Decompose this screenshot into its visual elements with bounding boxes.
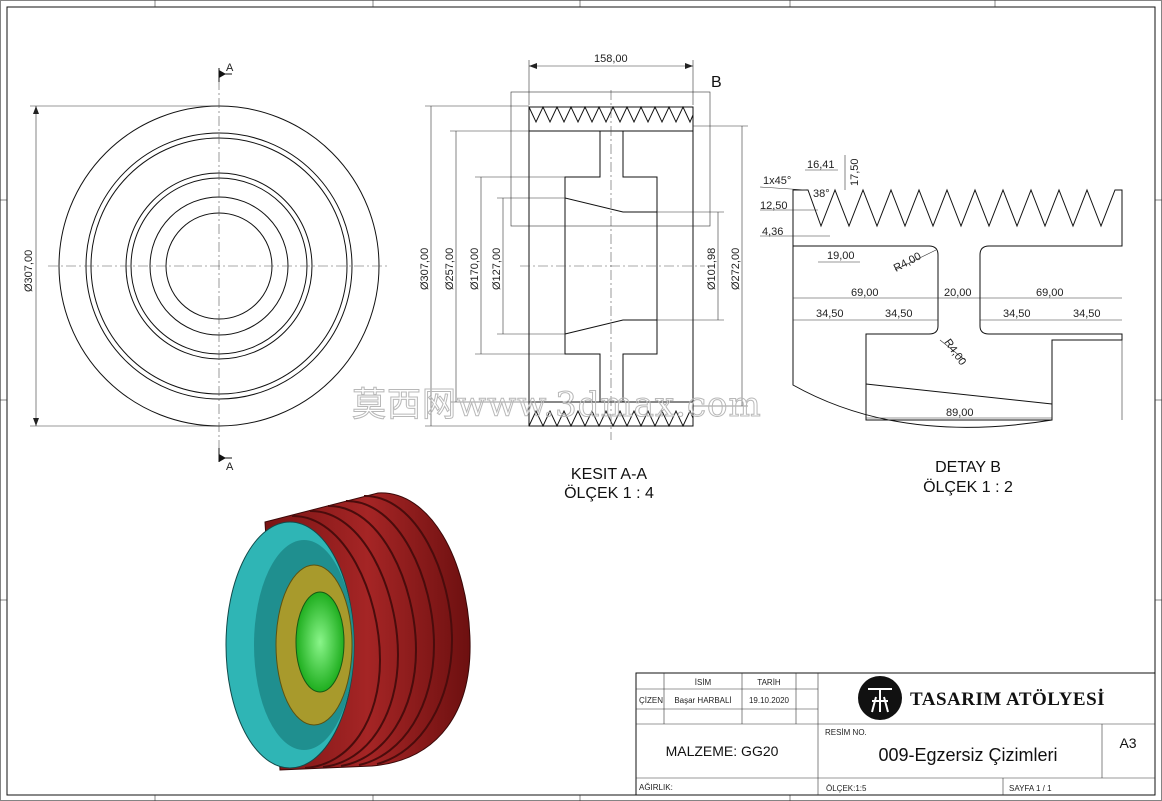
section-arrow-top-icon — [219, 70, 226, 78]
dim-angle: 38° — [813, 188, 830, 200]
web-lower — [564, 319, 658, 403]
iso-groove-rings — [291, 494, 454, 769]
drawn-date: 19.10.2020 — [749, 696, 790, 705]
dim-3450-3: 34,50 — [1003, 308, 1031, 320]
rim-lower — [528, 401, 694, 427]
dim-3450-1: 34,50 — [816, 308, 844, 320]
detail-body — [792, 188, 1123, 421]
page-label: SAYFA 1 / 1 — [1009, 784, 1052, 793]
scale-label: ÖLÇEK:1:5 — [826, 784, 867, 793]
detail-break-line — [792, 246, 1053, 428]
material: MALZEME: GG20 — [666, 743, 779, 759]
drawing-title: 009-Egzersiz Çizimleri — [878, 745, 1057, 765]
detail-b-frame — [510, 91, 711, 227]
inner-border — [6, 6, 1156, 796]
dim-depth: 17,50 — [849, 158, 861, 186]
section-letter-top: A — [226, 62, 234, 74]
dim-right-2: Ø272,00 — [730, 248, 742, 290]
col-isim: İSİM — [695, 678, 712, 687]
dim-6900-left: 69,00 — [851, 287, 879, 299]
dim-left-1: Ø307,00 — [419, 248, 431, 290]
teeth-bottom — [528, 409, 694, 428]
detail-letter: B — [711, 74, 722, 91]
dim-436: 4,36 — [762, 226, 783, 238]
iso-bore — [295, 591, 345, 693]
front-view: A A Ø307,00 — [23, 62, 390, 473]
section-letter-bottom: A — [226, 461, 234, 473]
row-cizen: ÇİZEN — [639, 696, 663, 705]
dim-r-top: R4,00 — [892, 250, 924, 274]
isometric-view — [225, 492, 471, 771]
drawing-no-label: RESİM NO. — [825, 728, 867, 737]
section-view: B 158,00 Ø307,00 Ø257,00 Ø170,00 Ø127,00… — [419, 53, 748, 502]
web-upper — [564, 130, 658, 213]
section-caption-1: KESIT A-A — [571, 466, 648, 483]
col-tarih: TARİH — [757, 678, 781, 687]
watermark: 莫西网www.3dmax.com — [352, 385, 762, 425]
detail-caption-2: ÖLÇEK 1 : 2 — [923, 478, 1013, 496]
dim-left-4: Ø127,00 — [491, 248, 503, 290]
detail-caption-1: DETAY B — [935, 459, 1001, 476]
front-dia-label: Ø307,00 — [23, 250, 35, 292]
brand-name: TASARIM ATÖLYESİ — [910, 689, 1105, 710]
dim-chamfer: 1x45° — [763, 175, 791, 187]
dim-3450-4: 34,50 — [1073, 308, 1101, 320]
section-caption-2: ÖLÇEK 1 : 4 — [564, 484, 654, 502]
dim-left-2: Ø257,00 — [444, 248, 456, 290]
dim-6900-right: 69,00 — [1036, 287, 1064, 299]
dim-pitch: 16,41 — [807, 159, 835, 171]
dim-r-bottom: R4,00 — [942, 337, 969, 368]
dim-right-1: Ø101,98 — [706, 248, 718, 290]
drawn-by: Başar HARBALİ — [674, 696, 731, 705]
dim-1250: 12,50 — [760, 200, 788, 212]
dim-left-3: Ø170,00 — [469, 248, 481, 290]
section-width-dim: 158,00 — [594, 53, 628, 65]
section-arrow-bottom-icon — [219, 454, 226, 462]
dim-1900: 19,00 — [827, 250, 855, 262]
dim-8900: 89,00 — [946, 407, 974, 419]
rim-upper — [528, 106, 694, 132]
weight-label: AĞIRLIK: — [639, 783, 673, 792]
title-block: İSİM TARİH ÇİZEN Başar HARBALİ 19.10.202… — [635, 672, 1156, 796]
dim-2000: 20,00 — [944, 287, 972, 299]
detail-view: 1x45° 16,41 17,50 38° 12,50 4,36 19,00 R… — [759, 155, 1123, 496]
sheet-size: A3 — [1119, 735, 1136, 751]
teeth-top — [528, 105, 694, 124]
dim-3450-2: 34,50 — [885, 308, 913, 320]
